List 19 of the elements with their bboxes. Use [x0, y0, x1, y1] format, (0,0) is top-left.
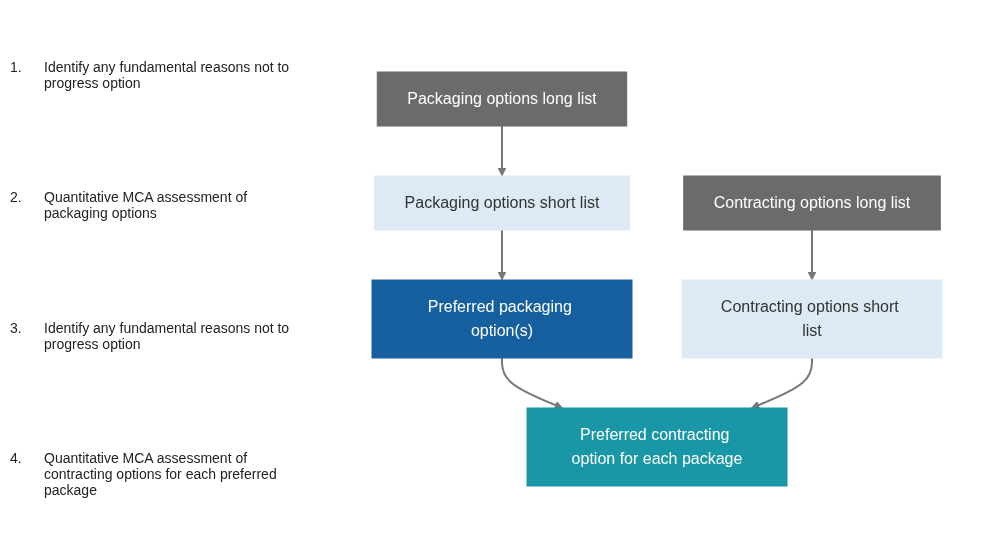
- arrow: [807, 228, 817, 280]
- arrow: [497, 124, 507, 176]
- node-box: Packaging options long list: [376, 71, 628, 126]
- arrow: [751, 356, 813, 409]
- node-box: Contracting options long list: [683, 175, 941, 230]
- node-box: Preferred contracting option for each package: [526, 407, 788, 486]
- node-box: Preferred packaging option(s): [371, 279, 633, 358]
- step-note: Identify any fundamental reasons not to progress option: [44, 59, 291, 92]
- step-number: 1.: [10, 59, 23, 78]
- step-number: 4.: [10, 449, 23, 468]
- arrow: [501, 356, 563, 409]
- arrow: [497, 228, 507, 280]
- step-note: Identify any fundamental reasons not to progress option: [44, 319, 291, 352]
- node-box: Packaging options short list: [374, 175, 630, 230]
- step-note: Quantitative MCA assessment of contracting options for each preferred package: [44, 449, 278, 498]
- step-number: 3.: [10, 319, 23, 338]
- step-note: Quantitative MCA assessment of packaging options: [44, 189, 249, 222]
- step-number: 2.: [10, 189, 23, 208]
- node-box: Contracting options short list: [681, 279, 943, 358]
